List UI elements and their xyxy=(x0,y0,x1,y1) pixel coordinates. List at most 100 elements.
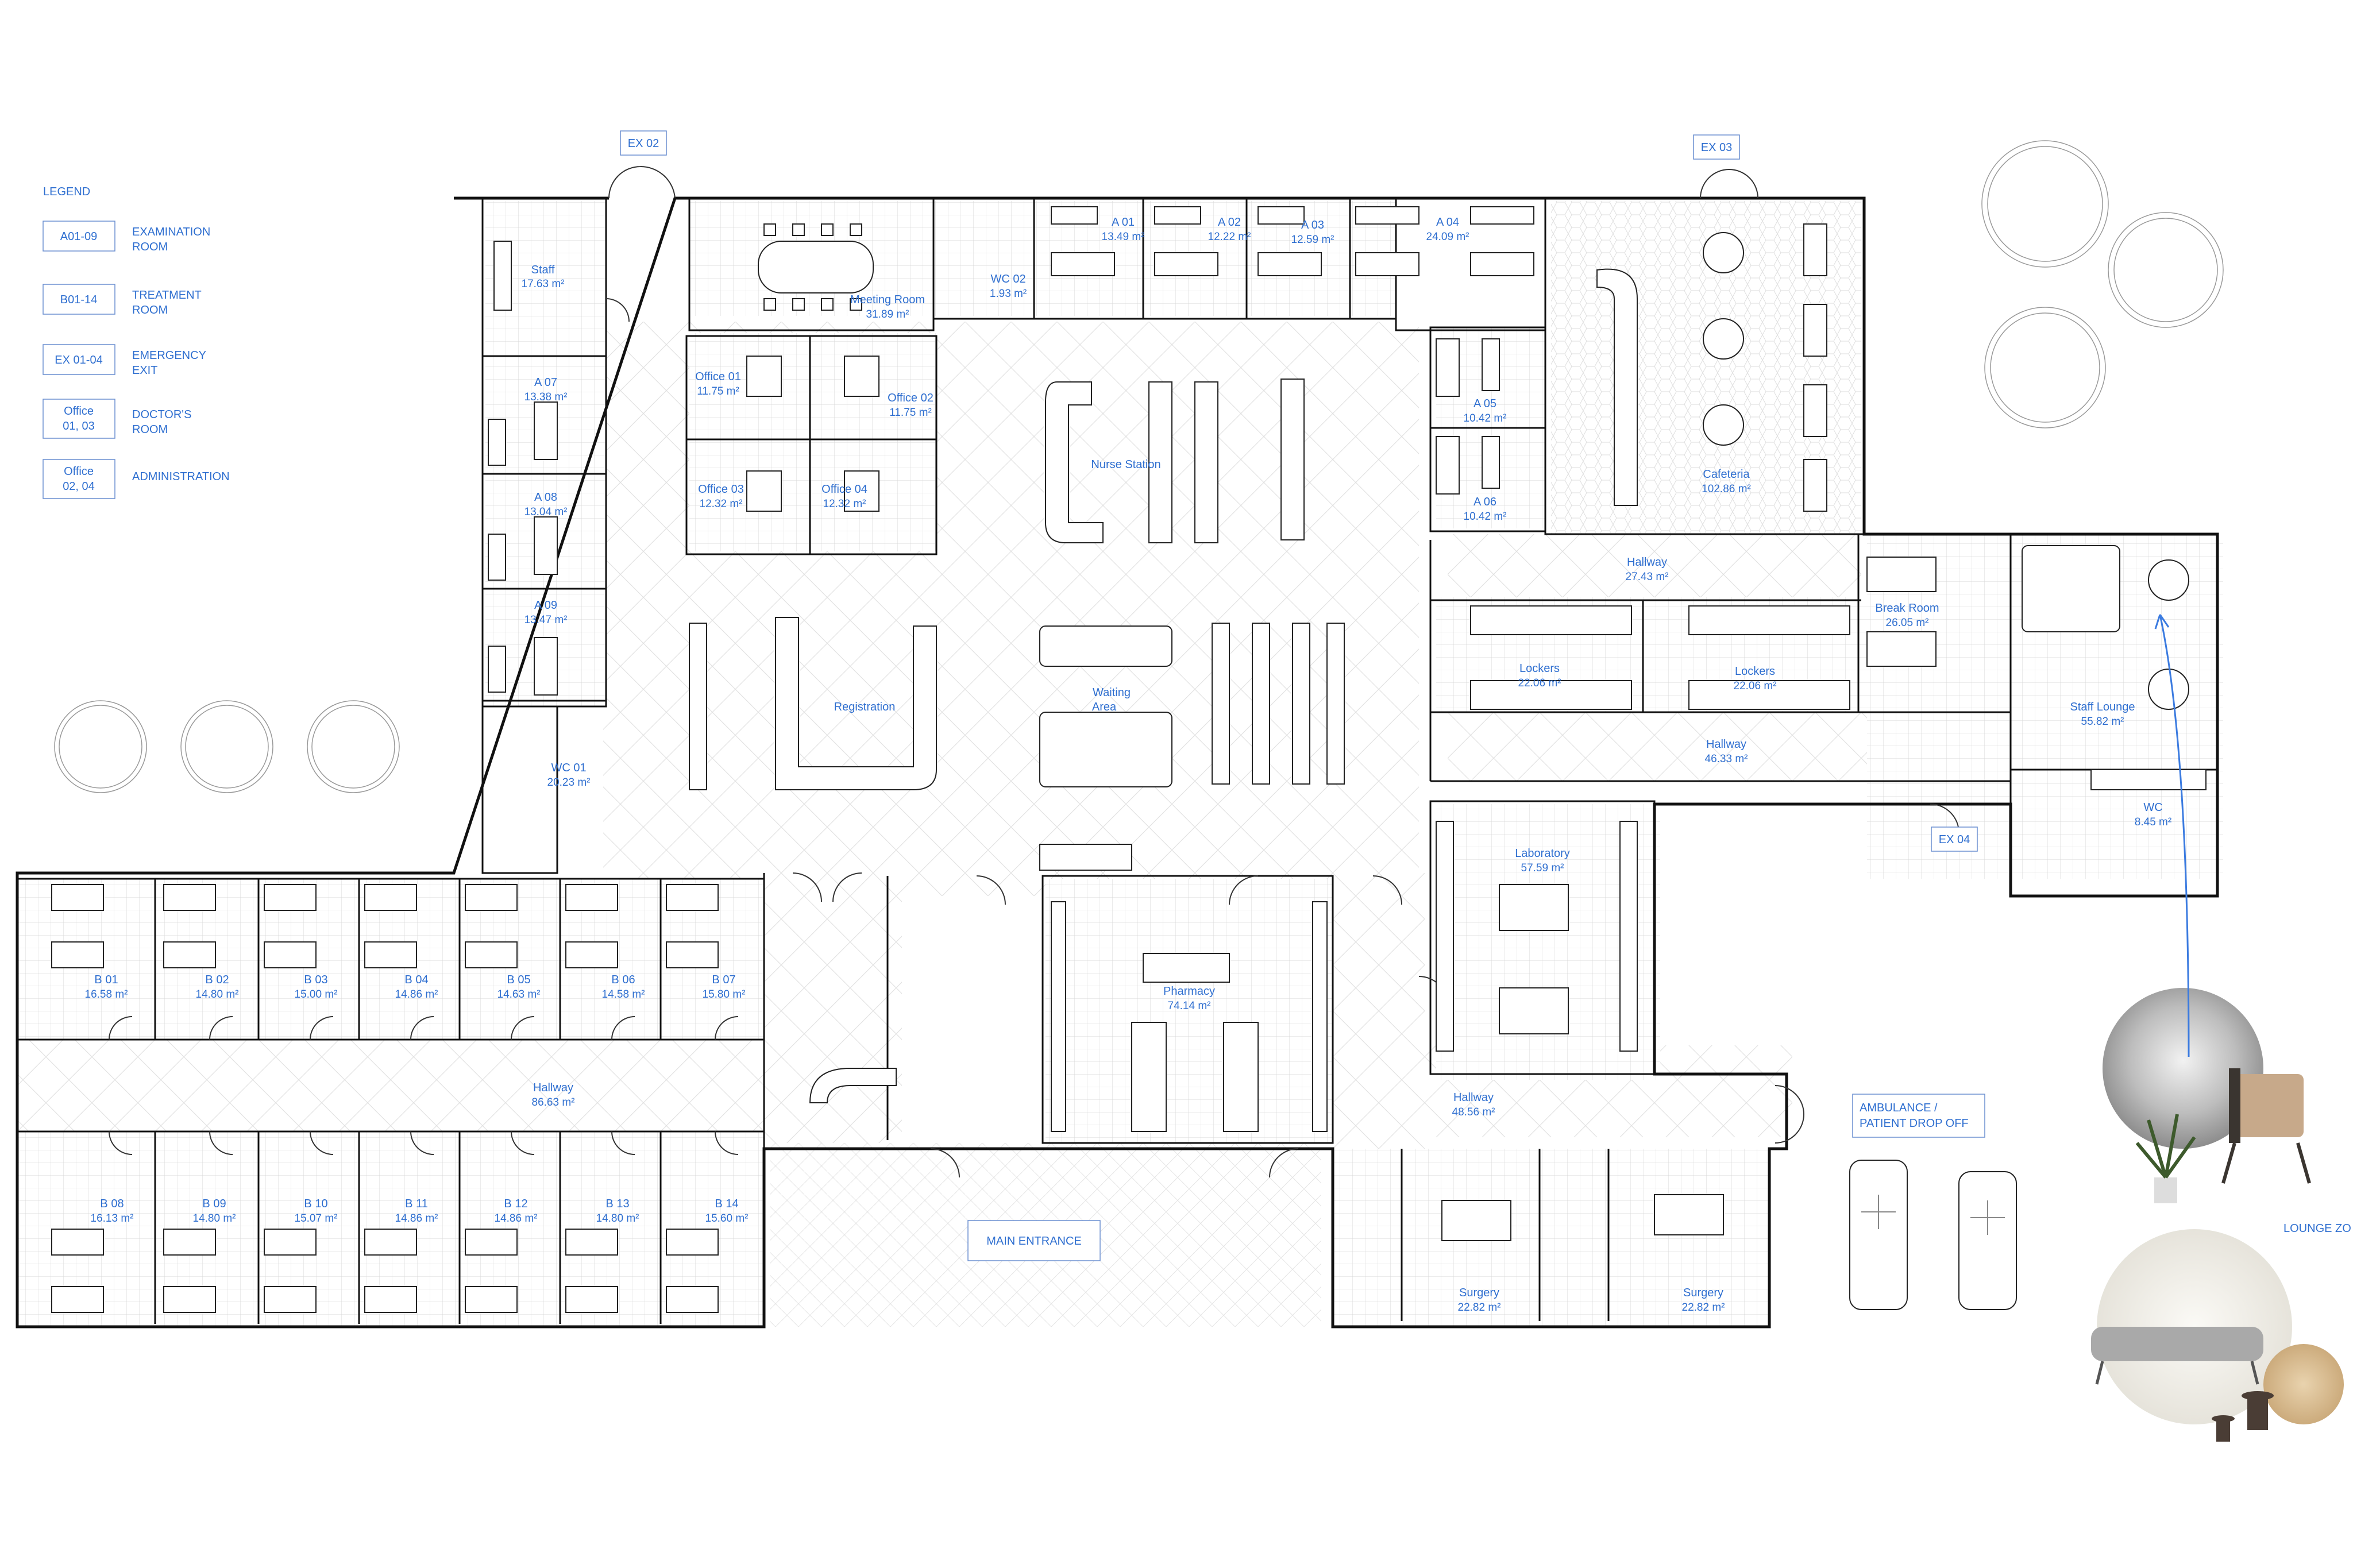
room-area: 16.58 m² xyxy=(85,988,128,1001)
room-name: A 06 xyxy=(1473,496,1496,508)
direction-arrow xyxy=(2159,614,2190,1057)
room-area: 14.58 m² xyxy=(602,988,645,1001)
room-area: 12.32 m² xyxy=(823,498,866,510)
room-name: Hallway xyxy=(1706,738,1746,751)
offices-floor xyxy=(689,333,936,551)
corridor-floor-2 xyxy=(1333,873,1425,1149)
room-area: 14.86 m² xyxy=(395,1212,438,1225)
room-area: 20.23 m² xyxy=(547,777,591,789)
room-name: B 05 xyxy=(507,974,530,986)
room-name: A 02 xyxy=(1218,216,1241,229)
room-name: B 10 xyxy=(304,1198,327,1210)
room-area: 16.13 m² xyxy=(91,1212,134,1225)
room-area: 14.86 m² xyxy=(395,988,438,1001)
room-area: 26.05 m² xyxy=(1886,617,1929,629)
room-area: 11.75 m² xyxy=(889,407,932,419)
plant-icon xyxy=(2135,1114,2196,1203)
room-area: 22.82 m² xyxy=(1458,1301,1501,1314)
room-name: Staff xyxy=(531,264,555,276)
tree-icon xyxy=(180,700,273,793)
tree-icon xyxy=(307,700,400,793)
room-name: Staff Lounge xyxy=(2070,701,2135,713)
legend-title: LEGEND xyxy=(43,186,90,198)
legend-desc-line1: TREATMENT xyxy=(132,289,202,302)
room-name: Hallway xyxy=(1453,1091,1494,1104)
room-area: 27.43 m² xyxy=(1626,571,1669,583)
room-name: B 07 xyxy=(712,974,735,986)
room-name: Office 02 xyxy=(888,392,934,404)
room-name: B 06 xyxy=(611,974,635,986)
vehicles xyxy=(1849,1160,2017,1310)
room-name: A 09 xyxy=(534,599,557,612)
room-area: 13.47 m² xyxy=(524,614,568,626)
legend-item: Office 02, 04 ADMINISTRATION xyxy=(43,459,230,499)
room-name: B 11 xyxy=(405,1198,428,1210)
room-area: 1.93 m² xyxy=(990,288,1027,300)
exit-label-ex03: EX 03 xyxy=(1701,141,1732,154)
legend-code: EX 01-04 xyxy=(55,354,102,366)
room-area: 13.49 m² xyxy=(1102,231,1145,243)
room-area: 8.45 m² xyxy=(2135,816,2171,828)
room-name: A 05 xyxy=(1473,397,1496,410)
main-entrance-label: MAIN ENTRANCE xyxy=(986,1235,1082,1248)
furniture xyxy=(51,206,2207,1313)
room-name: B 04 xyxy=(404,974,428,986)
room-name: Registration xyxy=(834,701,896,713)
room-name: A 01 xyxy=(1112,216,1135,229)
armchair-icon xyxy=(2221,1068,2311,1184)
lounge-zone-label: LOUNGE ZO xyxy=(2283,1222,2351,1235)
room-name: Hallway xyxy=(533,1082,573,1094)
room-area: 14.63 m² xyxy=(497,988,541,1001)
room-name: B 12 xyxy=(504,1198,527,1210)
room-name: A 07 xyxy=(534,376,557,389)
room-name: Hallway xyxy=(1627,556,1667,569)
pharmacy-floor xyxy=(1046,879,1333,1143)
exit-label-ex02: EX 02 xyxy=(628,137,659,150)
room-area: 22.06 m² xyxy=(1518,677,1561,689)
room-area: 12.22 m² xyxy=(1208,231,1251,243)
room-area: 102.86 m² xyxy=(1702,483,1751,495)
room-name: Cafeteria xyxy=(1703,468,1750,481)
legend-desc-line1: EXAMINATION xyxy=(132,226,210,238)
legend-item: EX 01-04 EMERGENCY EXIT xyxy=(43,344,206,377)
room-area: 24.09 m² xyxy=(1426,231,1469,243)
room-area: 14.86 m² xyxy=(495,1212,538,1225)
room-name: WC xyxy=(2143,801,2162,814)
room-name: B 09 xyxy=(202,1198,226,1210)
room-area: 22.82 m² xyxy=(1682,1301,1725,1314)
room-area: 15.80 m² xyxy=(703,988,746,1001)
room-area: 55.82 m² xyxy=(2081,716,2124,728)
lounge-moodboard xyxy=(2091,988,2344,1442)
legend-item: Office 01, 03 DOCTOR'S ROOM xyxy=(43,399,191,439)
wood-swatch xyxy=(2263,1344,2344,1424)
room-name: A 08 xyxy=(534,491,557,504)
room-name: Break Room xyxy=(1875,602,1939,615)
legend-code-line1: Office xyxy=(64,405,94,418)
room-labels: Staff 17.63 m² A 07 13.38 m² A 08 13.04 … xyxy=(522,216,2172,1314)
room-name: Office 03 xyxy=(698,483,744,496)
b-room-labels-bottom: B 08 16.13 m² B 09 14.80 m² B 10 15.07 m… xyxy=(91,1198,749,1225)
room-name: Nurse Station xyxy=(1091,458,1160,471)
ambulance-label-line1: AMBULANCE / xyxy=(1860,1102,1938,1114)
room-name: B 02 xyxy=(205,974,229,986)
tree-icon xyxy=(1984,307,2106,428)
room-area: 31.89 m² xyxy=(866,308,909,320)
room-name: Office 04 xyxy=(821,483,867,496)
legend-desc-line2: ROOM xyxy=(132,423,168,436)
room-area: 48.56 m² xyxy=(1452,1106,1495,1118)
side-table-icon xyxy=(2212,1391,2274,1442)
ambulance-label-line2: PATIENT DROP OFF xyxy=(1860,1117,1969,1130)
room-area: 13.38 m² xyxy=(524,391,568,403)
room-area: 12.32 m² xyxy=(700,498,743,510)
hallway1-floor xyxy=(1448,534,1861,597)
marble-swatch xyxy=(2103,988,2263,1149)
room-name: B 03 xyxy=(304,974,327,986)
room-name: Pharmacy xyxy=(1163,985,1215,998)
legend-desc-line2: EXIT xyxy=(132,364,157,377)
room-name: Surgery xyxy=(1459,1287,1499,1299)
b-room-labels-top: B 01 16.58 m² B 02 14.80 m² B 03 15.00 m… xyxy=(85,974,746,1001)
room-area: 12.59 m² xyxy=(1291,234,1334,246)
room-name: Laboratory xyxy=(1515,847,1570,860)
legend-code-line1: Office xyxy=(64,465,94,478)
